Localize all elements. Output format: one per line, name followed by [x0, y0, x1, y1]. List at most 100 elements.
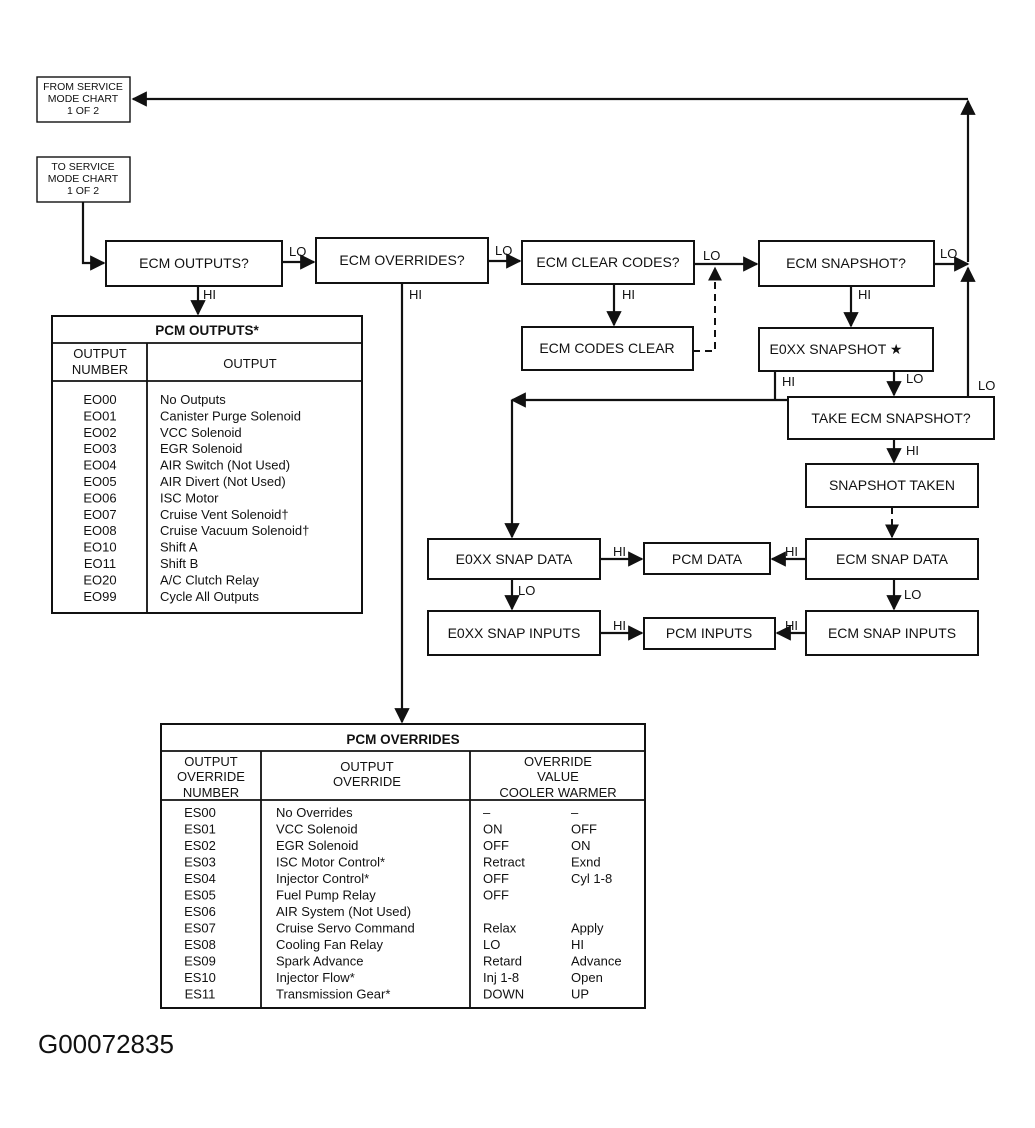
pcm-overrides-col2-header-line1: OUTPUT — [340, 759, 394, 774]
label-hi-e0xx-snapshot: HI — [782, 374, 795, 389]
override-output: Cruise Servo Command — [276, 921, 415, 936]
override-value-warmer: – — [571, 805, 579, 820]
override-value-cooler: Inj 1-8 — [483, 970, 519, 985]
label-hi-e0xx-data: HI — [613, 544, 626, 559]
from-service-mode-chart-ref: FROM SERVICE MODE CHART 1 OF 2 — [36, 76, 131, 123]
output-number: EO04 — [83, 458, 116, 473]
override-value-cooler: OFF — [483, 888, 509, 903]
override-value-warmer: ON — [571, 838, 591, 853]
output-name: No Outputs — [160, 392, 226, 407]
output-number: EO05 — [83, 474, 116, 489]
label-lo-clear-codes: LO — [703, 248, 720, 263]
output-number: EO01 — [83, 408, 116, 423]
node-e0xx-snapshot: E0XX SNAPSHOT ★ — [758, 327, 934, 372]
figure-id: G00072835 — [38, 1029, 174, 1059]
override-value-cooler: LO — [483, 937, 500, 952]
pcm-overrides-col1-header-line2: OVERRIDE — [177, 769, 245, 784]
pcm-outputs-title: PCM OUTPUTS* — [155, 323, 259, 338]
override-value-cooler: ON — [483, 822, 503, 837]
output-name: Shift A — [160, 540, 198, 555]
pcm-overrides-col1-header-line1: OUTPUT — [184, 754, 238, 769]
override-output: Injector Control* — [276, 871, 369, 886]
override-number: ES00 — [184, 805, 216, 820]
override-number: ES06 — [184, 904, 216, 919]
svg-text:ECM SNAP DATA: ECM SNAP DATA — [836, 551, 949, 567]
output-name: EGR Solenoid — [160, 441, 242, 456]
override-value-warmer: Cyl 1-8 — [571, 871, 612, 886]
arrow-codes-clear-return — [693, 266, 722, 352]
node-ecm-snap-data: ECM SNAP DATA — [805, 538, 979, 580]
node-ecm-snapshot: ECM SNAPSHOT? — [758, 240, 935, 287]
override-output: Spark Advance — [276, 954, 363, 969]
override-output: Injector Flow* — [276, 970, 355, 985]
override-value-cooler: Retract — [483, 855, 525, 870]
override-output: Fuel Pump Relay — [276, 888, 376, 903]
override-number: ES01 — [184, 822, 216, 837]
output-name: Canister Purge Solenoid — [160, 408, 301, 423]
svg-text:E0XX SNAPSHOT ★: E0XX SNAPSHOT ★ — [770, 341, 903, 357]
label-lo-e0xx-snapshot: LO — [906, 371, 923, 386]
label-lo-snapshot: LO — [940, 246, 957, 261]
node-pcm-inputs: PCM INPUTS — [643, 617, 776, 650]
label-lo-ecm-snap-data: LO — [904, 587, 921, 602]
svg-text:TO SERVICE: TO SERVICE — [51, 161, 114, 173]
output-name: VCC Solenoid — [160, 425, 242, 440]
label-lo-e0xx-snap-data: LO — [518, 583, 535, 598]
pcm-overrides-table: PCM OVERRIDES OUTPUT OVERRIDE NUMBER OUT… — [160, 723, 646, 1009]
output-number: EO07 — [83, 507, 116, 522]
override-output: VCC Solenoid — [276, 822, 358, 837]
override-value-warmer: Apply — [571, 921, 604, 936]
svg-text:ECM OUTPUTS?: ECM OUTPUTS? — [139, 255, 249, 271]
override-output: Transmission Gear* — [276, 987, 390, 1002]
label-lo-outputs: LO — [289, 244, 306, 259]
output-number: EO20 — [83, 572, 116, 587]
svg-text:1 OF 2: 1 OF 2 — [67, 105, 99, 117]
label-lo-take-snapshot: LO — [978, 378, 995, 393]
override-value-cooler: Relax — [483, 921, 517, 936]
to-service-mode-chart-ref: TO SERVICE MODE CHART 1 OF 2 — [36, 156, 131, 203]
pcm-overrides-title: PCM OVERRIDES — [346, 732, 459, 747]
override-number: ES08 — [184, 937, 216, 952]
pcm-outputs-col2-header: OUTPUT — [223, 356, 277, 371]
pcm-overrides-col2-header-line2: OVERRIDE — [333, 774, 401, 789]
pcm-overrides-col3-header-line1: OVERRIDE — [524, 754, 592, 769]
connectors — [81, 91, 976, 724]
svg-text:MODE CHART: MODE CHART — [48, 173, 119, 185]
label-hi-e0xx-inputs: HI — [613, 618, 626, 633]
pcm-overrides-col1-header-line3: NUMBER — [183, 785, 239, 800]
svg-text:E0XX SNAP DATA: E0XX SNAP DATA — [456, 551, 573, 567]
node-ecm-codes-clear: ECM CODES CLEAR — [521, 326, 694, 371]
override-number: ES09 — [184, 954, 216, 969]
svg-text:ECM CODES CLEAR: ECM CODES CLEAR — [539, 340, 674, 356]
override-number: ES04 — [184, 871, 216, 886]
node-snapshot-taken: SNAPSHOT TAKEN — [805, 463, 979, 508]
svg-text:SNAPSHOT TAKEN: SNAPSHOT TAKEN — [829, 477, 955, 493]
pcm-overrides-col3-header-line2: VALUE — [537, 769, 579, 784]
output-number: EO10 — [83, 540, 116, 555]
output-number: EO03 — [83, 441, 116, 456]
override-number: ES02 — [184, 838, 216, 853]
override-value-cooler: DOWN — [483, 987, 524, 1002]
output-number: EO06 — [83, 490, 116, 505]
output-name: A/C Clutch Relay — [160, 572, 259, 587]
svg-text:ECM OVERRIDES?: ECM OVERRIDES? — [339, 252, 464, 268]
override-value-warmer: UP — [571, 987, 589, 1002]
override-output: No Overrides — [276, 805, 353, 820]
label-hi-snapshot: HI — [858, 287, 871, 302]
output-name: Cruise Vacuum Solenoid† — [160, 523, 309, 538]
output-name: Cruise Vent Solenoid† — [160, 507, 289, 522]
override-value-cooler: Retard — [483, 954, 522, 969]
override-value-warmer: OFF — [571, 822, 597, 837]
override-value-warmer: Advance — [571, 954, 622, 969]
override-value-warmer: Exnd — [571, 855, 601, 870]
override-value-warmer: HI — [571, 937, 584, 952]
output-number: EO99 — [83, 589, 116, 604]
label-hi-outputs: HI — [203, 287, 216, 302]
output-number: EO08 — [83, 523, 116, 538]
label-lo-overrides: LO — [495, 243, 512, 258]
override-value-cooler: OFF — [483, 871, 509, 886]
override-output: Cooling Fan Relay — [276, 937, 383, 952]
